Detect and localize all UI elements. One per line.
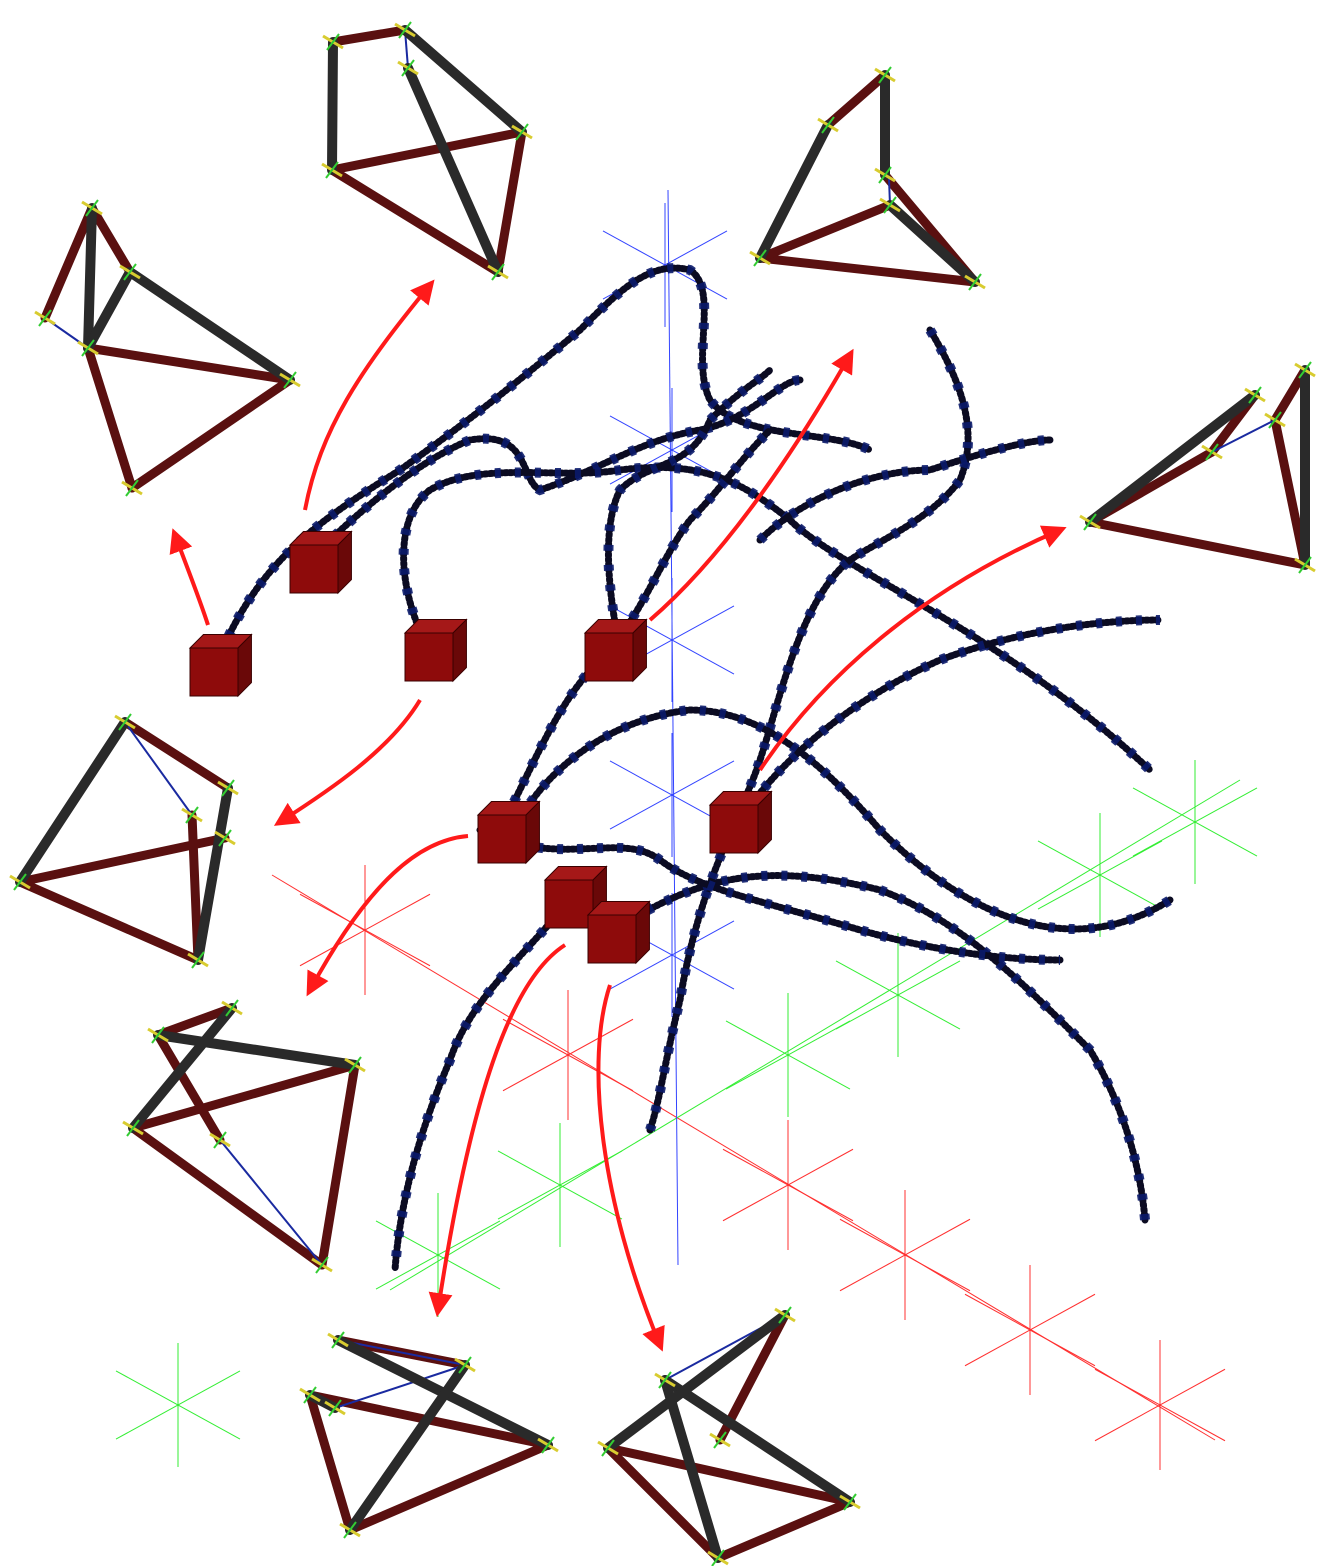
tensegrity-snapshot xyxy=(35,200,300,496)
red-strut xyxy=(718,1502,850,1558)
dark-strut xyxy=(332,42,333,170)
tensegrity-snapshot-group xyxy=(10,22,1315,1566)
tensegrity-snapshot xyxy=(300,1332,558,1538)
red-strut xyxy=(133,1065,355,1128)
dark-strut xyxy=(198,788,228,960)
red-strut xyxy=(132,380,290,488)
arrow-group xyxy=(175,285,1060,1345)
trajectory-group xyxy=(220,268,1170,1270)
start-cube xyxy=(290,532,351,593)
red-strut xyxy=(92,208,130,272)
transition-arrow xyxy=(598,985,660,1345)
trajectory-markers xyxy=(520,710,1170,929)
transition-arrow xyxy=(760,530,1060,770)
trajectory-path xyxy=(520,710,1170,929)
tensegrity-snapshot xyxy=(1080,362,1315,573)
red-strut xyxy=(125,722,228,788)
red-axis-marker xyxy=(965,1265,1095,1395)
red-strut xyxy=(828,75,885,125)
red-strut xyxy=(332,132,522,170)
transition-arrow xyxy=(280,700,420,822)
trajectory-markers xyxy=(650,330,968,1130)
green-axis-marker xyxy=(1038,813,1162,937)
tensegrity-snapshot xyxy=(123,1000,365,1273)
dark-strut xyxy=(405,30,522,132)
red-axis-marker xyxy=(840,1190,970,1320)
trajectory-path xyxy=(395,900,570,1270)
trajectory-path xyxy=(650,330,968,1130)
tensegrity-snapshot xyxy=(750,67,985,290)
start-cube xyxy=(710,792,771,853)
start-cube xyxy=(585,620,646,681)
start-cube xyxy=(478,802,539,863)
green-axis-marker xyxy=(726,993,850,1117)
red-strut xyxy=(322,1065,355,1265)
dark-strut xyxy=(608,1315,785,1448)
red-strut xyxy=(333,30,405,42)
tensegrity-snapshot xyxy=(10,714,238,968)
tensegrity-snapshot xyxy=(598,1307,860,1566)
red-axis-marker xyxy=(1095,1340,1225,1470)
dark-strut xyxy=(20,722,125,882)
transition-arrow xyxy=(650,355,850,620)
blue-axis-line xyxy=(668,190,678,1265)
trajectory-markers xyxy=(395,900,570,1270)
red-axis-marker xyxy=(503,990,633,1120)
red-strut xyxy=(20,882,198,960)
red-strut xyxy=(88,348,132,488)
blue-cable xyxy=(125,722,192,815)
dark-strut xyxy=(88,208,92,348)
red-axis-marker xyxy=(723,1120,853,1250)
red-strut xyxy=(498,132,522,272)
transition-arrow xyxy=(438,945,565,1310)
start-cube xyxy=(405,620,466,681)
red-strut xyxy=(1090,522,1305,565)
start-cube-group xyxy=(190,532,771,963)
tensegrity-snapshot xyxy=(322,22,532,280)
transition-arrow xyxy=(175,535,208,625)
start-cube xyxy=(190,635,251,696)
dark-strut xyxy=(1090,395,1255,522)
red-strut xyxy=(760,258,975,282)
green-axis-marker xyxy=(116,1343,240,1467)
trajectory-path xyxy=(404,467,1150,770)
start-cube xyxy=(588,902,649,963)
green-axis-marker xyxy=(1133,760,1257,884)
